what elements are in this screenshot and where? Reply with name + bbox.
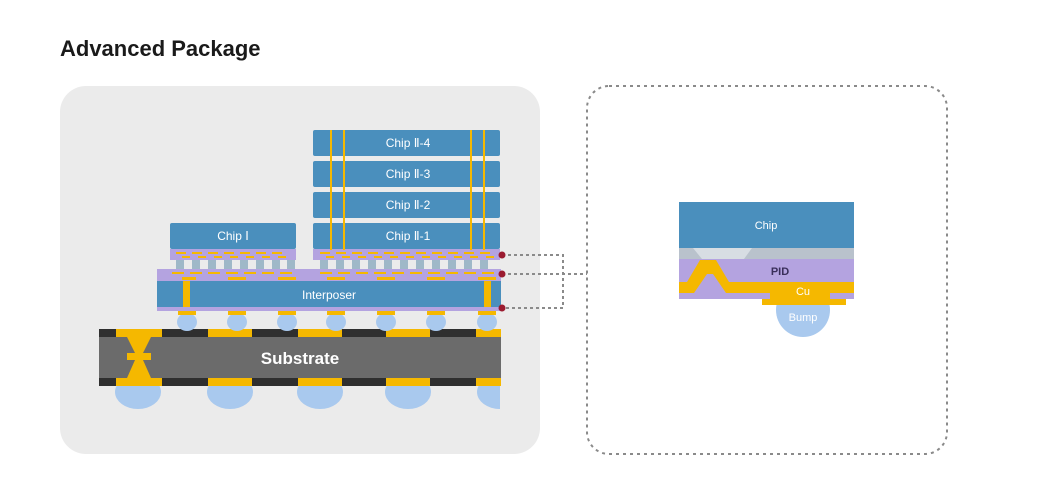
detail-crosssection: Chip PID Cu Bump (679, 202, 854, 337)
chip1: Chip Ⅰ (170, 223, 296, 260)
detail-chip-label: Chip (755, 220, 778, 232)
substrate-label: Substrate (261, 349, 339, 368)
chip2-4 (313, 130, 500, 156)
detail-bump-label: Bump (789, 312, 818, 324)
chip2-3-label: Chip Ⅱ-3 (386, 167, 431, 181)
chip2-4-label: Chip Ⅱ-4 (386, 136, 431, 150)
detail-pid-label: PID (771, 266, 789, 278)
chip2-2-label: Chip Ⅱ-2 (386, 198, 431, 212)
marker-dot (498, 304, 506, 312)
chip2-2 (313, 192, 500, 218)
chip2-microbumps (320, 260, 488, 269)
bump-col (177, 313, 497, 331)
detail-frame (586, 85, 948, 455)
interposer: Interposer (157, 269, 501, 311)
page-title: Advanced Package (60, 36, 261, 61)
chip2-stack: Chip Ⅱ-4 Chip Ⅱ-3 Chip Ⅱ-2 Chip Ⅱ-1 (313, 130, 500, 260)
marker-dot (498, 251, 506, 259)
substrate: Substrate (99, 329, 501, 409)
detail-cu-label: Cu (796, 286, 810, 298)
marker-dot (498, 270, 506, 278)
interposer-label: Interposer (302, 288, 356, 302)
callout-leaders (502, 254, 587, 309)
chip2-3 (313, 161, 500, 187)
chip2-1 (313, 223, 500, 249)
chip1-microbumps (176, 260, 295, 269)
chip1-label: Chip Ⅰ (217, 229, 249, 243)
interposer-bumps (177, 310, 497, 331)
chip2-1-label: Chip Ⅱ-1 (386, 229, 431, 243)
